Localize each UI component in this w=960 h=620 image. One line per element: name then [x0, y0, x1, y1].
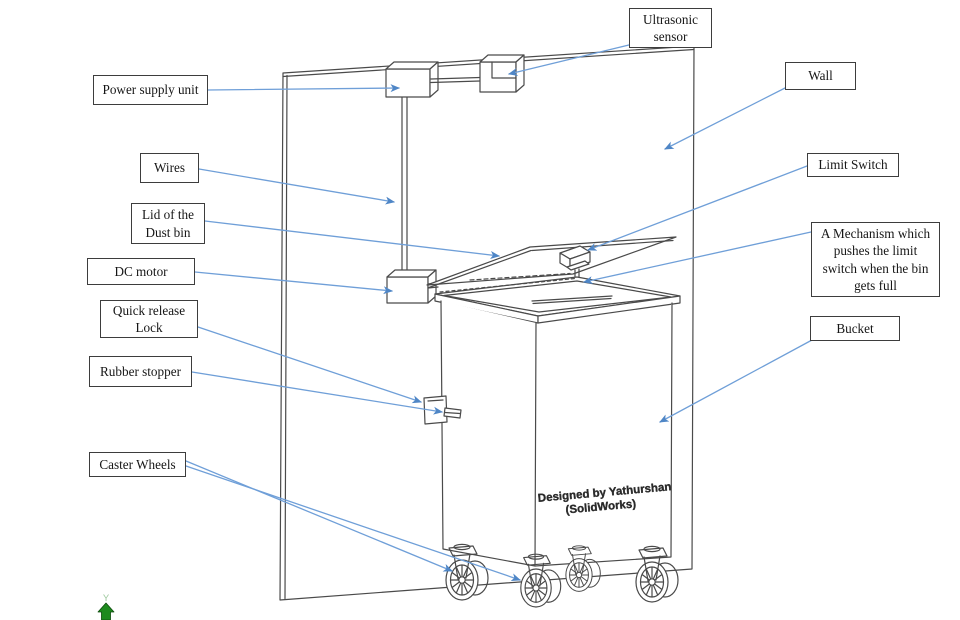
callout-rubber-stopper: Rubber stopper [89, 356, 192, 387]
callout-lines [185, 43, 813, 582]
ultrasonic-sensor-drawing [479, 54, 525, 93]
leader-bucket [659, 339, 813, 423]
callout-bucket: Bucket [810, 316, 900, 341]
lid-drawing [426, 236, 677, 289]
leader-lid [204, 220, 500, 259]
callout-ultrasonic-sensor: Ultrasonic sensor [629, 8, 712, 48]
callout-wires: Wires [140, 153, 199, 183]
leader-ultrasonic-sensor [508, 43, 634, 76]
leader-quick-release [197, 326, 422, 404]
axis-triad: Y [97, 593, 115, 620]
y-axis-label: Y [103, 593, 110, 604]
callout-quick-release-lock: Quick release Lock [100, 300, 198, 338]
leader-limit-switch [587, 165, 808, 251]
leader-caster-wheel-1 [185, 460, 453, 572]
callout-wall: Wall [785, 62, 856, 90]
leader-mechanism [583, 231, 812, 285]
sensor-rod-drawing [430, 76, 481, 84]
leader-power-supply [207, 84, 400, 93]
callout-power-supply-unit: Power supply unit [93, 75, 208, 105]
leader-rubber-stopper [191, 371, 443, 415]
leader-wall [664, 86, 788, 150]
callout-mechanism: A Mechanism which pushes the limit switc… [811, 222, 940, 297]
callout-dc-motor: DC motor [87, 258, 195, 285]
callout-lid-of-dust-bin: Lid of the Dust bin [131, 203, 205, 244]
power-supply-drawing [385, 61, 439, 98]
wires-drawing [401, 96, 408, 278]
callout-caster-wheels: Caster Wheels [89, 452, 186, 477]
leader-caster-wheel-2 [185, 465, 521, 582]
leader-dc-motor [194, 271, 393, 295]
bucket-drawing [434, 276, 681, 567]
rubber-stopper-drawing [443, 407, 462, 419]
leader-wires [198, 168, 395, 205]
callout-limit-switch: Limit Switch [807, 153, 899, 177]
y-axis-arrow-icon [97, 602, 115, 620]
